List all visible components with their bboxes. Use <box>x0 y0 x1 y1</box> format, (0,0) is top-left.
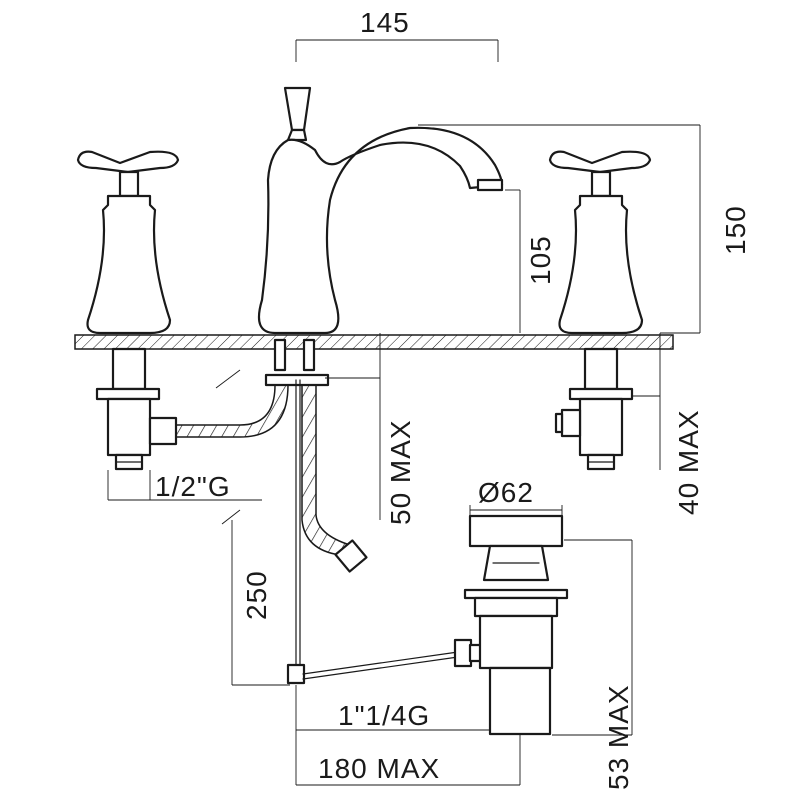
pull-rod <box>286 638 500 685</box>
dim-waste-thread: 1"1/4G <box>338 700 430 731</box>
dim-deck-thickness-left: 50 MAX <box>385 419 416 525</box>
left-handle-valve <box>76 150 180 471</box>
right-handle-valve <box>548 150 652 471</box>
spout <box>257 86 504 335</box>
dim-waste-length: 53 MAX <box>603 684 634 790</box>
countertop <box>74 334 674 350</box>
supply-hoses <box>148 338 368 671</box>
dim-spout-height: 105 <box>525 235 556 285</box>
dimension-lines <box>107 39 701 786</box>
dim-inlet-thread: 1/2"G <box>155 471 231 502</box>
dim-total-height: 150 <box>720 205 751 255</box>
dim-spout-reach: 145 <box>360 7 410 38</box>
dim-deck-thickness-right: 40 MAX <box>673 409 704 515</box>
dim-pull-rod-length: 250 <box>241 570 272 620</box>
dim-waste-diameter: Ø62 <box>478 477 534 508</box>
dim-waste-reach: 180 MAX <box>318 753 440 784</box>
pop-up-waste <box>463 514 569 736</box>
